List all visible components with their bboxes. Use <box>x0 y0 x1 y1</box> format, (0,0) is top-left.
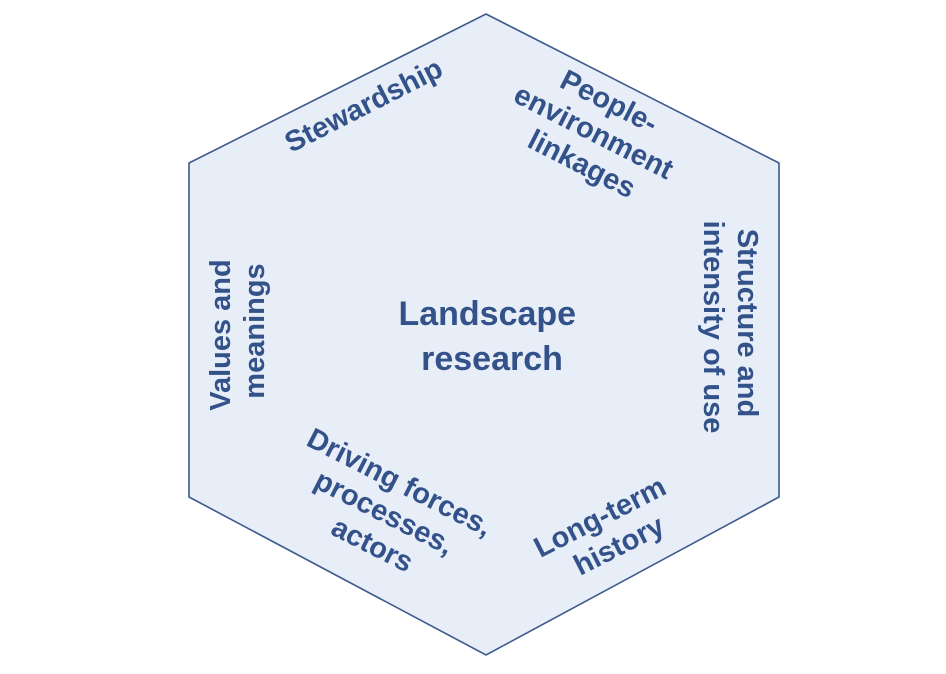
segment-values-meanings-line-2: meanings <box>239 263 271 398</box>
hexagon-shape <box>188 13 780 656</box>
center-label: Landscape research <box>398 295 585 378</box>
segment-values-meanings: Values and meanings <box>205 251 271 411</box>
center-label-line-2: research <box>421 340 563 378</box>
segment-structure-intensity-line-1: Structure and <box>731 229 763 418</box>
segment-structure-intensity: Structure and intensity of use <box>697 221 763 434</box>
segment-structure-intensity-line-2: intensity of use <box>697 221 729 434</box>
center-label-line-1: Landscape <box>398 295 576 333</box>
segment-values-meanings-line-1: Values and <box>205 259 237 411</box>
